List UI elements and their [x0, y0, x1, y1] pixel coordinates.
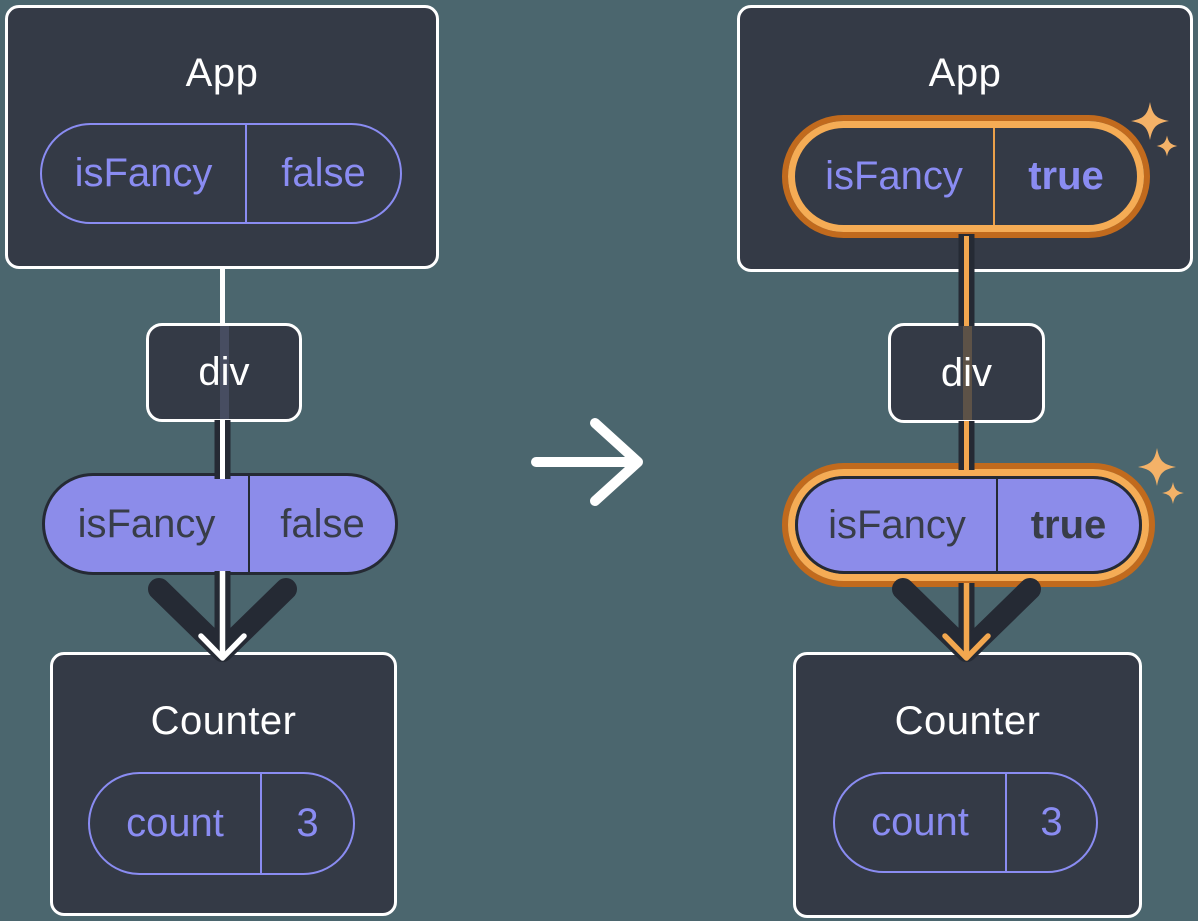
highlight-ring: isFancy true — [782, 463, 1155, 587]
prop-key-label: isFancy — [45, 476, 250, 572]
component-title: App — [928, 51, 1002, 95]
state-key-label: isFancy — [795, 128, 995, 225]
pass-through-line — [220, 326, 229, 419]
pass-through-line — [963, 326, 972, 420]
div-node-box-after: div — [888, 323, 1045, 423]
component-title: Counter — [894, 699, 1041, 743]
counter-component-box-after: Counter count 3 — [793, 652, 1142, 918]
div-node-label: div — [198, 350, 250, 394]
state-key-label: count — [90, 774, 262, 873]
highlight-ring: isFancy true — [782, 115, 1150, 238]
div-node-box-before: div — [146, 323, 302, 422]
component-title: App — [185, 51, 259, 95]
app-component-box-after: App isFancy true — [737, 5, 1193, 272]
counter-component-box-before: Counter count 3 — [50, 652, 397, 916]
highlight-ring-inner: isFancy true — [788, 469, 1149, 581]
component-title: Counter — [150, 699, 297, 743]
state-key-label: isFancy — [42, 125, 247, 222]
prop-value-label: true — [1030, 502, 1107, 547]
right-arrow-icon — [531, 418, 643, 506]
prop-value-label: false — [280, 501, 365, 546]
state-key-label: count — [835, 774, 1007, 871]
prop-pill-after: isFancy true — [795, 476, 1142, 574]
app-component-box-before: App isFancy false — [5, 5, 439, 269]
down-arrow-icon — [892, 578, 1041, 662]
highlight-ring-inner: isFancy true — [788, 121, 1144, 232]
state-value-label: 3 — [296, 801, 319, 845]
prop-key-label: isFancy — [798, 479, 998, 571]
down-arrow-icon — [148, 571, 297, 662]
state-value-label: false — [281, 151, 366, 195]
state-value-label: true — [1028, 154, 1104, 198]
state-pill-counter-before: count 3 — [88, 772, 355, 875]
state-pill-app-before: isFancy false — [40, 123, 402, 224]
prop-pill-before: isFancy false — [42, 473, 398, 575]
state-pill-app-after: isFancy true — [795, 128, 1137, 225]
state-pill-counter-after: count 3 — [833, 772, 1098, 873]
div-node-label: div — [940, 350, 993, 395]
state-value-label: 3 — [1040, 800, 1063, 844]
